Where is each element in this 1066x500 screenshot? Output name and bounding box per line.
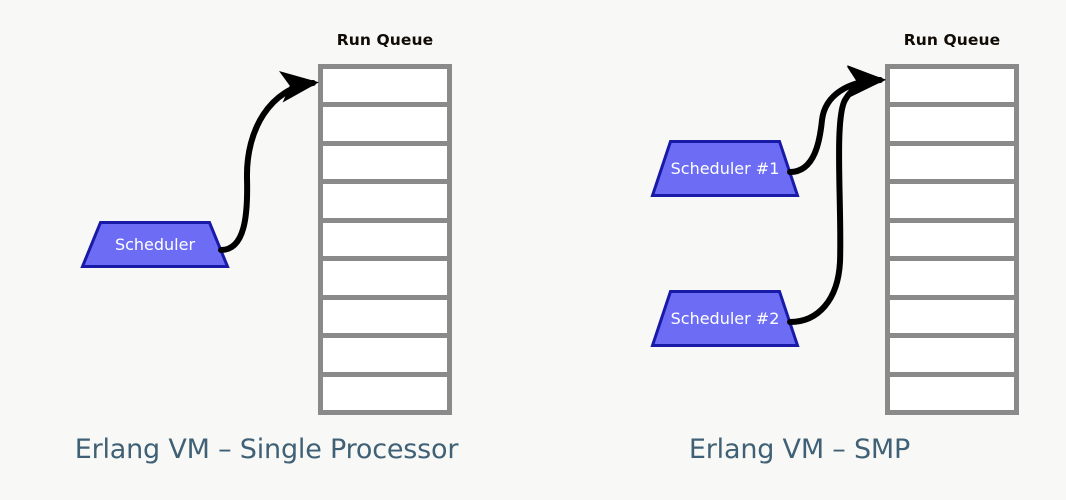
queue-cell: [323, 184, 447, 218]
queue-cell: [890, 299, 1014, 334]
trapezoid-shape: [80, 221, 230, 268]
panel-caption: Erlang VM – Single Processor: [74, 434, 459, 465]
queue-cell: [323, 299, 447, 334]
queue-cell: [323, 261, 447, 295]
queue-cell: [323, 107, 447, 141]
queue-cell: [323, 376, 447, 410]
trapezoid-shape: [650, 140, 800, 197]
panel-single-processor: Run Queue Scheduler Erlang VM – Single P…: [74, 31, 459, 465]
queue-cell: [323, 222, 447, 257]
scheduler-node-2[interactable]: Scheduler #2: [650, 290, 800, 347]
queue-cell: [890, 145, 1014, 180]
queue-cell: [890, 376, 1014, 410]
queue-cell: [323, 69, 447, 103]
panel-smp: Run Queue Scheduler #1 Scheduler #2 Erla…: [533, 0, 1066, 500]
queue-cell: [323, 145, 447, 180]
run-queue: [885, 64, 1019, 415]
run-queue-title: Run Queue: [336, 31, 434, 49]
queue-cell: [890, 261, 1014, 295]
queue-cell: [890, 222, 1014, 257]
queue-cell: [890, 184, 1014, 218]
panel-caption: Erlang VM – SMP: [688, 434, 911, 465]
queue-cell: [323, 338, 447, 372]
run-queue: [318, 64, 452, 415]
queue-cell: [890, 338, 1014, 372]
queue-cell: [890, 107, 1014, 141]
run-queue-title: Run Queue: [903, 31, 1001, 49]
trapezoid-shape: [650, 290, 800, 347]
scheduler-node-1[interactable]: Scheduler #1: [650, 140, 800, 197]
queue-cell: [890, 69, 1014, 103]
scheduler-node[interactable]: Scheduler: [80, 221, 230, 268]
